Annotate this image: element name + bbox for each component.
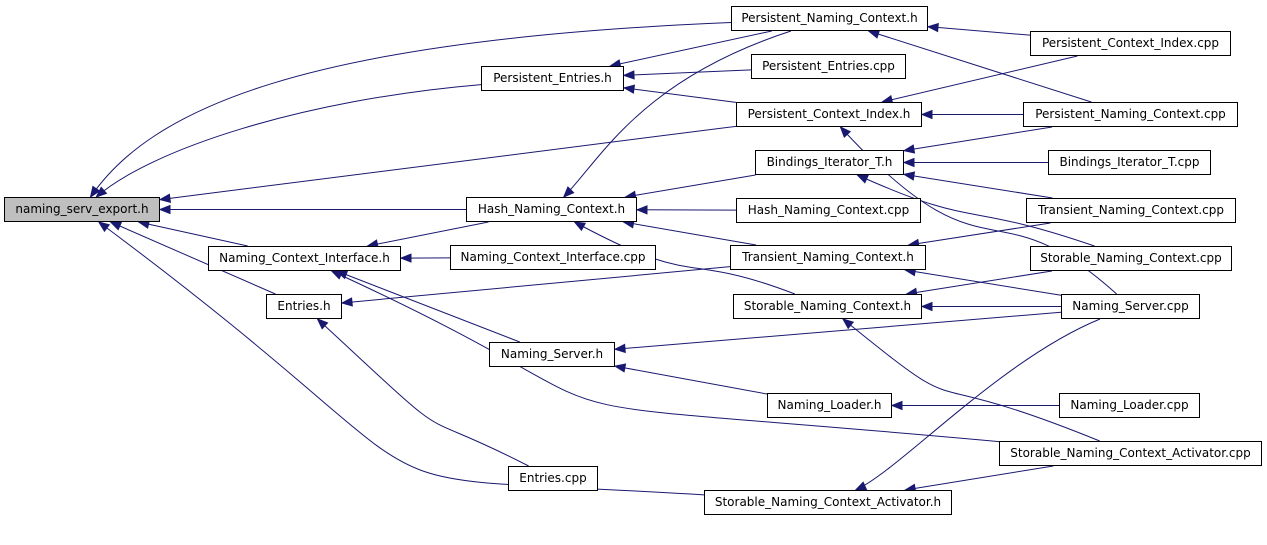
- edge-ns_cpp-to-tnc_h: [905, 269, 1062, 296]
- arrowhead-pnc_cpp-to-bit_h: [902, 144, 916, 154]
- arrowhead-nl_cpp-to-nl_h: [890, 400, 903, 411]
- node-naming-context-interface-cpp[interactable]: Naming_Context_Interface.cpp: [450, 245, 656, 270]
- edge-ns_cpp-to-ns_h: [614, 311, 1062, 350]
- arrowhead-tnc_cpp-to-bit_h: [902, 171, 916, 181]
- arrowhead-snc_h-to-hnc_h: [573, 221, 587, 232]
- edge-pe_cpp-to-pe_h: [623, 69, 752, 76]
- arrowhead-entries_h-to-root: [109, 221, 123, 231]
- arrowhead-pnc_h-to-hnc_h: [562, 186, 575, 198]
- arrowhead-snc_cpp-to-bit_h: [856, 174, 869, 184]
- edge-bit_h-to-hnc_h: [625, 174, 756, 198]
- arrowhead-hnc_h-to-root: [158, 204, 171, 215]
- edge-snca_cpp-to-snca_h: [905, 465, 1054, 491]
- arrowhead-pnc_h-to-root: [89, 185, 101, 199]
- node-naming-server-cpp[interactable]: Naming_Server.cpp: [1061, 294, 1200, 319]
- edge-tnc_h-to-hnc_h: [623, 221, 757, 246]
- edge-pnc_cpp-to-bit_h: [903, 126, 1053, 152]
- arrowhead-snca_h-to-root: [97, 221, 111, 233]
- edge-tnc_cpp-to-bit_h: [903, 173, 1053, 199]
- edge-nl_h-to-ns_h: [614, 365, 768, 395]
- arrowhead-ns_cpp-to-snc_h: [920, 301, 933, 312]
- edge-pci_cpp-to-pci_h: [881, 55, 1078, 103]
- node-hash-naming-context-cpp[interactable]: Hash_Naming_Context.cpp: [736, 198, 921, 223]
- edge-tnc_h-to-entries_h: [341, 266, 731, 304]
- node-naming-loader-h[interactable]: Naming_Loader.h: [767, 393, 892, 418]
- edge-nci_h-to-root: [138, 221, 248, 247]
- arrowhead-pci_h-to-pe_h: [622, 84, 636, 94]
- arrowhead-pci_cpp-to-pnc_h: [926, 22, 939, 33]
- node-naming-loader-cpp[interactable]: Naming_Loader.cpp: [1059, 393, 1200, 418]
- node-transient-naming-context-cpp[interactable]: Transient_Naming_Context.cpp: [1026, 198, 1236, 223]
- edge-entries_h-to-root: [110, 221, 276, 295]
- arrowhead-pnc_cpp-to-pnc_h: [867, 29, 881, 39]
- edge-pci_h-to-root: [159, 125, 737, 201]
- arrowhead-snca_cpp-to-nci_h: [330, 270, 344, 280]
- arrowhead-ns_cpp-to-ns_h: [613, 343, 626, 354]
- node-storable-naming-context-cpp[interactable]: Storable_Naming_Context.cpp: [1030, 246, 1232, 271]
- edge-pnc_cpp-to-pnc_h: [868, 30, 1092, 103]
- edge-pe_h-to-root: [95, 84, 482, 198]
- edge-pnc_h-to-pe_h: [610, 30, 772, 67]
- edge-pci_h-to-pe_h: [623, 87, 737, 103]
- edge-tnc_cpp-to-tnc_h: [908, 222, 1051, 246]
- edge-snc_cpp-to-bit_h: [857, 174, 1095, 247]
- node-bindings-iterator-t-cpp[interactable]: Bindings_Iterator_T.cpp: [1048, 150, 1211, 175]
- node-persistent-context-index-h[interactable]: Persistent_Context_Index.h: [736, 102, 922, 127]
- arrowhead-pnc_cpp-to-pci_h: [920, 109, 933, 120]
- edge-entries_cpp-to-entries_h: [317, 318, 529, 467]
- arrowhead-pe_cpp-to-pe_h: [622, 70, 635, 80]
- arrowhead-ns_cpp-to-snca_h: [854, 481, 868, 491]
- node-storable-naming-context-activator-h[interactable]: Storable_Naming_Context_Activator.h: [704, 490, 952, 515]
- node-naming-context-interface-h[interactable]: Naming_Context_Interface.h: [208, 246, 401, 271]
- edge-snca_cpp-to-nci_h: [331, 270, 1000, 443]
- edge-snca_cpp-to-snc_h: [842, 318, 1100, 442]
- arrowhead-snca_cpp-to-snc_h: [841, 318, 855, 330]
- node-storable-naming-context-activator-cpp[interactable]: Storable_Naming_Context_Activator.cpp: [999, 441, 1262, 466]
- arrowhead-tnc_h-to-entries_h: [340, 297, 353, 307]
- arrowhead-nci_cpp-to-nci_h: [399, 253, 412, 263]
- node-naming-serv-export-h: naming_serv_export.h: [4, 197, 160, 222]
- edge-ns_cpp-to-snca_h: [855, 318, 1101, 491]
- arrowhead-bit_cpp-to-bit_h: [902, 157, 915, 168]
- edge-snc_cpp-to-snc_h: [906, 270, 1053, 295]
- arrowhead-pci_h-to-root: [158, 193, 172, 203]
- node-transient-naming-context-h[interactable]: Transient_Naming_Context.h: [730, 245, 926, 270]
- edge-pci_cpp-to-pnc_h: [927, 26, 1031, 36]
- node-entries-h[interactable]: Entries.h: [266, 294, 342, 319]
- arrowhead-ns_cpp-to-pci_h: [839, 126, 852, 138]
- node-entries-cpp[interactable]: Entries.cpp: [508, 466, 598, 491]
- node-persistent-context-index-cpp[interactable]: Persistent_Context_Index.cpp: [1030, 31, 1231, 56]
- edge-ns_h-to-nci_h: [336, 270, 520, 343]
- node-storable-naming-context-h[interactable]: Storable_Naming_Context.h: [733, 294, 922, 319]
- edge-hnc_h-to-nci_h: [367, 221, 489, 247]
- node-persistent-entries-cpp[interactable]: Persistent_Entries.cpp: [751, 54, 906, 79]
- node-naming-server-h[interactable]: Naming_Server.h: [489, 342, 615, 367]
- node-persistent-naming-context-cpp[interactable]: Persistent_Naming_Context.cpp: [1023, 102, 1238, 127]
- arrowhead-entries_cpp-to-entries_h: [316, 318, 329, 330]
- edge-pnc_h-to-hnc_h: [563, 30, 792, 198]
- edge-pnc_h-to-root: [90, 21, 732, 198]
- arrowhead-pe_h-to-root: [95, 186, 108, 198]
- arrowhead-hnc_cpp-to-hnc_h: [635, 205, 648, 215]
- node-persistent-naming-context-h[interactable]: Persistent_Naming_Context.h: [731, 6, 928, 31]
- arrowhead-nl_h-to-ns_h: [613, 363, 627, 373]
- node-hash-naming-context-h[interactable]: Hash_Naming_Context.h: [466, 197, 637, 222]
- node-persistent-entries-h[interactable]: Persistent_Entries.h: [481, 66, 624, 91]
- node-bindings-iterator-t-h[interactable]: Bindings_Iterator_T.h: [755, 150, 904, 175]
- edge-snc_h-to-hnc_h: [574, 221, 796, 295]
